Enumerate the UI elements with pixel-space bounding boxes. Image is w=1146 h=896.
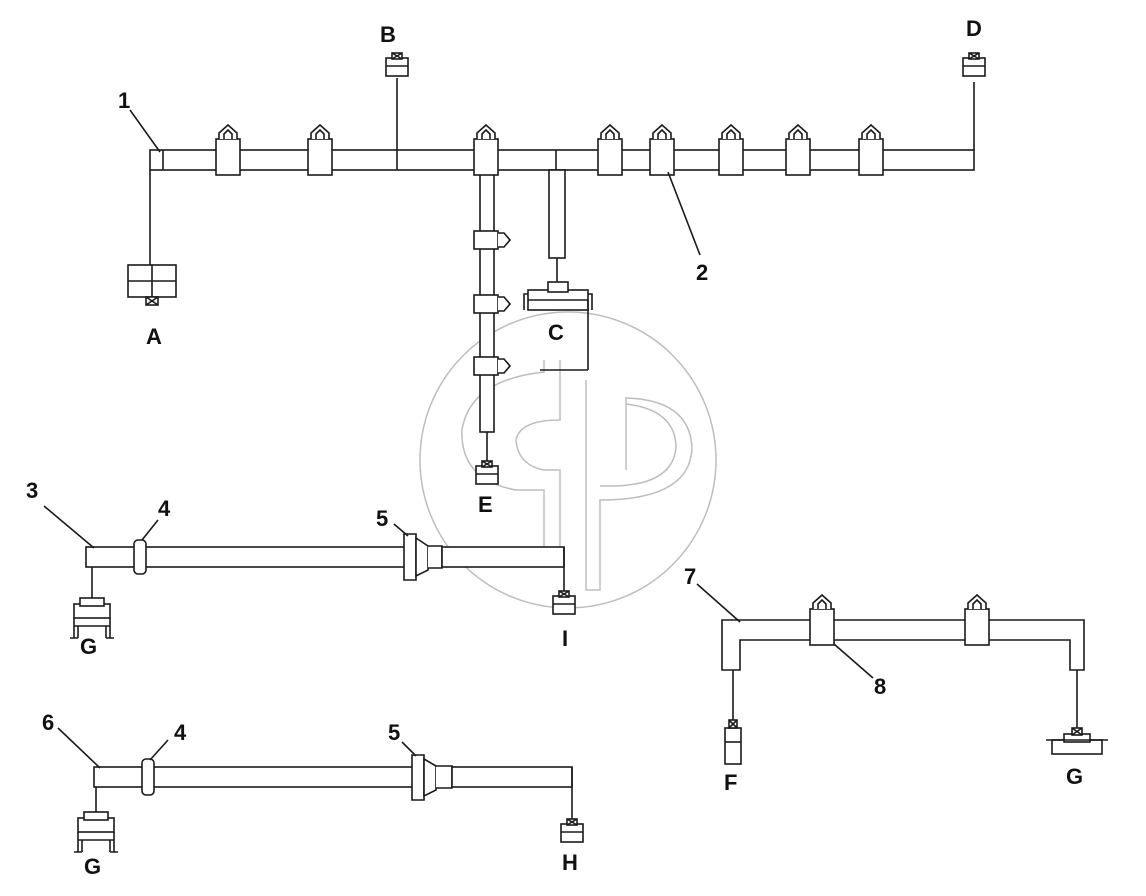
harness-7 bbox=[721, 594, 1108, 765]
connector-label-b: B bbox=[380, 22, 396, 47]
connector-label-e: E bbox=[478, 492, 493, 517]
connector-e bbox=[475, 460, 499, 485]
connector-label-d: D bbox=[966, 16, 982, 41]
callout-7: 7 bbox=[684, 564, 696, 589]
harness-clip bbox=[785, 124, 811, 176]
connector-label-g: G bbox=[1066, 764, 1083, 789]
connector-labels: A B C D E G I F G G H bbox=[80, 16, 1083, 879]
grommet-4 bbox=[133, 539, 147, 575]
harness-clip bbox=[858, 124, 884, 176]
callout-5: 5 bbox=[388, 720, 400, 745]
harness-clip bbox=[718, 124, 744, 176]
callout-2: 2 bbox=[696, 260, 708, 285]
connector-c bbox=[523, 281, 593, 311]
side-clip bbox=[473, 230, 511, 250]
callout-labels: 1 2 3 4 5 6 4 5 7 8 bbox=[26, 88, 886, 745]
callout-4: 4 bbox=[158, 496, 171, 521]
harness-clip bbox=[964, 594, 990, 646]
connector-f bbox=[724, 719, 742, 765]
connector-label-a: A bbox=[146, 324, 162, 349]
connector-d bbox=[962, 52, 986, 77]
connector-i bbox=[552, 590, 576, 615]
callout-6: 6 bbox=[42, 710, 54, 735]
harness-clip bbox=[473, 124, 499, 176]
harness-clip bbox=[649, 124, 675, 176]
connector-a bbox=[127, 264, 177, 306]
callout-1: 1 bbox=[118, 88, 130, 113]
connector-label-h: H bbox=[562, 850, 578, 875]
harness-6 bbox=[73, 754, 584, 853]
harness-clip bbox=[597, 124, 623, 176]
harness-clip bbox=[307, 124, 333, 176]
connector-label-c: C bbox=[548, 320, 564, 345]
connector-g-left bbox=[69, 597, 115, 639]
callout-8: 8 bbox=[874, 674, 886, 699]
callout-3: 3 bbox=[26, 478, 38, 503]
side-clip bbox=[473, 356, 511, 376]
connector-label-i: I bbox=[562, 626, 568, 651]
connector-g-bottom bbox=[73, 811, 119, 853]
harness-clip bbox=[215, 124, 241, 176]
connector-g-right bbox=[1046, 727, 1108, 755]
connector-label-g: G bbox=[84, 854, 101, 879]
callout-4: 4 bbox=[174, 720, 187, 745]
connector-h bbox=[560, 818, 584, 843]
connector-label-g: G bbox=[80, 634, 97, 659]
connector-b bbox=[385, 52, 409, 77]
harness-1 bbox=[127, 52, 986, 485]
side-clip bbox=[473, 294, 511, 314]
callout-5: 5 bbox=[376, 506, 388, 531]
harness-clip bbox=[809, 594, 835, 646]
connector-label-f: F bbox=[724, 770, 737, 795]
harness-3 bbox=[69, 533, 576, 639]
grommet-4 bbox=[141, 758, 155, 796]
